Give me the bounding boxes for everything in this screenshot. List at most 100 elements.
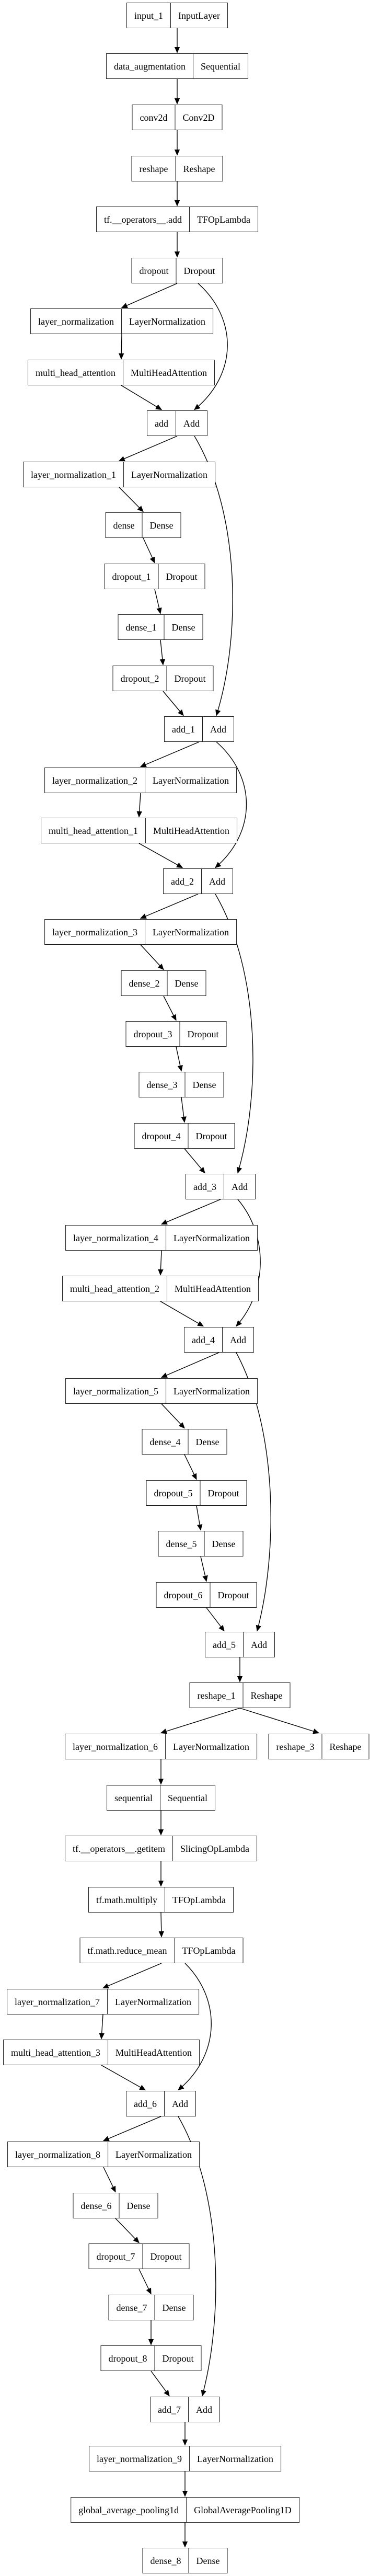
layer-type: InputLayer [170, 3, 227, 28]
graph-node-dropout_3: dropout_3 Dropout [125, 1021, 227, 1047]
layer-name: dropout_5 [154, 1487, 193, 1498]
layer-type: Dense [119, 2193, 158, 2218]
layer-name: tf.__operators__.add [104, 214, 182, 225]
layer-name: conv2d [140, 112, 168, 123]
layer-name: reshape_3 [276, 1741, 315, 1752]
layer-name: dropout_6 [164, 1589, 203, 1600]
graph-node-add: add Add [147, 410, 207, 436]
graph-edge-multi_head_attention_1-to-add_2 [138, 843, 183, 868]
layer-name: layer_normalization_6 [73, 1741, 158, 1752]
layer-type: Dropout [179, 1022, 226, 1046]
layer-name: add_4 [192, 1334, 215, 1345]
graph-node-multi_head_attention_1: multi_head_attention_1 MultiHeadAttention [41, 818, 237, 843]
layer-name: add [155, 418, 168, 429]
layer-name: dense [113, 520, 135, 531]
graph-edge-multi_head_attention_2-to-add_4 [160, 1301, 204, 1327]
graph-edge-layer_normalization_3-to-dense_2 [140, 944, 164, 970]
graph-node-multi_head_attention: multi_head_attention MultiHeadAttention [28, 360, 215, 385]
layer-name: layer_normalization_1 [31, 469, 117, 480]
layer-name: reshape [139, 163, 168, 174]
layer-type: Dropout [166, 666, 213, 691]
graph-node-dense_4: dense_4 Dense [142, 1429, 227, 1455]
layer-type: Conv2D [175, 105, 222, 130]
layer-type: Add [176, 411, 207, 436]
layer-type: Dense [188, 1429, 227, 1454]
layer-type: Dropout [210, 1583, 257, 1607]
graph-node-tf_add: tf.__operators__.add TFOpLambda [96, 207, 258, 232]
layer-name: layer_normalization_8 [15, 2149, 101, 2160]
graph-edge-tf_reduce_mean-to-add_6 [178, 1963, 212, 2091]
layer-type: LayerNormalization [121, 309, 213, 334]
layer-type: LayerNormalization [123, 462, 215, 487]
layer-type: Add [164, 2091, 195, 2116]
layer-name: multi_head_attention [36, 367, 115, 378]
graph-edge-add-to-layer_normalization_1 [118, 436, 178, 462]
layer-type: TFOpLambda [189, 207, 258, 232]
graph-edge-dropout_1-to-dense_1 [154, 589, 162, 614]
layer-name: dense_1 [125, 622, 157, 633]
layer-name: add_7 [158, 2404, 181, 2415]
layer-type: TFOpLambda [165, 1887, 233, 1912]
layer-name: dropout_3 [133, 1028, 172, 1039]
layer-type: MultiHeadAttention [122, 360, 214, 385]
layer-name: dense_4 [149, 1436, 181, 1447]
graph-edge-add_1-to-add_2 [215, 741, 247, 868]
graph-edge-dense_3-to-dropout_4 [181, 1097, 187, 1123]
layer-type: Dropout [188, 1124, 235, 1148]
graph-edge-layer_normalization_7-to-multi_head_attention_3 [99, 2014, 105, 2040]
layer-type: LayerNormalization [189, 2446, 281, 2471]
layer-name: add_3 [193, 1181, 216, 1192]
graph-node-add_6: add_6 Add [126, 2091, 196, 2116]
graph-node-dropout_6: dropout_6 Dropout [156, 1582, 257, 1608]
layer-type: Reshape [321, 1734, 368, 1759]
layer-name: multi_head_attention_1 [49, 825, 138, 836]
layer-name: layer_normalization_3 [52, 926, 138, 937]
graph-node-layer_normalization_1: layer_normalization_1 LayerNormalization [23, 462, 215, 487]
layer-name: layer_normalization_5 [73, 1386, 159, 1396]
layer-name: global_average_pooling1d [78, 2504, 179, 2515]
layer-type: Dense [154, 2295, 193, 2320]
graph-edge-dropout_4-to-add_3 [184, 1148, 205, 1174]
graph-edge-layer_normalization_8-to-dense_6 [103, 2167, 116, 2193]
graph-edge-add_1-to-layer_normalization_2 [140, 741, 200, 768]
layer-name: multi_head_attention_3 [11, 2047, 100, 2058]
layer-name: data_augmentation [114, 61, 186, 72]
layer-type: LayerNormalization [145, 768, 236, 793]
layer-name: dense_8 [150, 2555, 181, 2566]
graph-edge-dropout_6-to-add_5 [206, 1607, 225, 1632]
layer-name: add_6 [134, 2098, 157, 2109]
graph-edge-add_6-to-layer_normalization_8 [102, 2116, 161, 2142]
layer-type: SlicingOpLambda [172, 1836, 257, 1861]
layer-type: Sequential [192, 54, 248, 78]
graph-node-add_3: add_3 Add [186, 1174, 256, 1199]
layer-name: layer_normalization_4 [73, 1232, 159, 1243]
layer-name: dense_3 [146, 1079, 178, 1090]
layer-type: MultiHeadAttention [145, 818, 237, 843]
layer-name: dense_7 [116, 2302, 147, 2313]
graph-edge-dropout_2-to-add_1 [163, 691, 184, 716]
graph-edge-dropout-to-add [194, 283, 228, 410]
layer-type: Add [224, 1174, 255, 1199]
